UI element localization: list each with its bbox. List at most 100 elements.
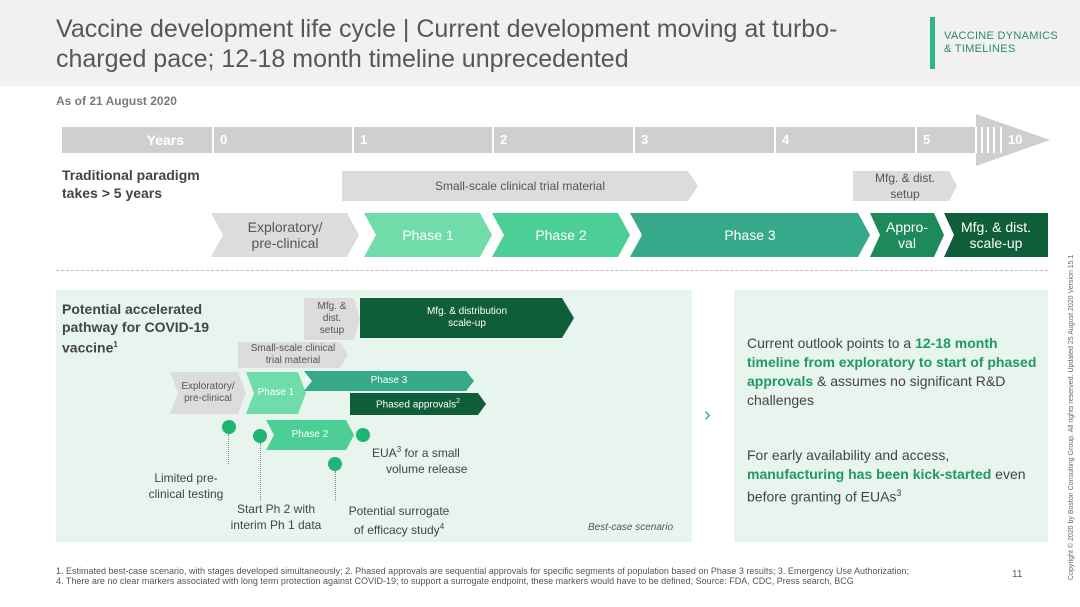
year-tick-10: 10 bbox=[1000, 127, 1022, 153]
footnotes: 1. Estimated best-case scenario, with st… bbox=[56, 566, 1016, 586]
year-tick-5: 5 bbox=[915, 127, 930, 153]
acc-stage-exploratory: Exploratory/ pre-clinical bbox=[170, 372, 246, 414]
year-tick-0: 0 bbox=[212, 127, 227, 153]
trad-stage-phase2: Phase 2 bbox=[492, 213, 630, 257]
year-tick-2: 2 bbox=[492, 127, 507, 153]
trad-approval-line2: val bbox=[898, 235, 916, 251]
pa-title-sup: 1 bbox=[113, 340, 118, 349]
trad-exploratory-line2: pre-clinical bbox=[251, 235, 319, 251]
chevron-right-icon: › bbox=[704, 404, 711, 426]
pa-title-line3: vaccine bbox=[62, 339, 114, 356]
as-of-date: As of 21 August 2020 bbox=[56, 94, 177, 108]
note-surrogate-line2: of efficacy study bbox=[353, 523, 440, 537]
acc-exploratory-line2: pre-clinical bbox=[184, 393, 232, 404]
acc-mfg-scaleup-line2: scale-up bbox=[448, 318, 486, 329]
acc-mfg-distribution-scaleup: Mfg. & distribution scale-up bbox=[360, 298, 574, 338]
traditional-label-line1: Traditional paradigm bbox=[62, 167, 200, 183]
year-tick-1: 1 bbox=[352, 127, 367, 153]
note-surrogate-sup: 4 bbox=[439, 522, 445, 531]
acc-mfg-setup-line2: dist. bbox=[322, 313, 342, 324]
outlook-p2-a: For early availability and access, bbox=[747, 447, 950, 463]
milestone-dot-start-ph2 bbox=[253, 429, 267, 443]
year-tick-4: 4 bbox=[774, 127, 789, 153]
outlook-p1-a: Current outlook points to a bbox=[747, 335, 916, 351]
axis-break-mark bbox=[981, 127, 983, 153]
connector-line bbox=[335, 471, 336, 501]
section-tag-line1: VACCINE DYNAMICS bbox=[944, 30, 1058, 42]
note-surrogate-line1: Potential surrogate bbox=[348, 504, 450, 518]
trad-stage-exploratory: Exploratory/ pre-clinical bbox=[211, 213, 359, 257]
acc-mfg-scaleup-line1: Mfg. & distribution bbox=[426, 306, 508, 317]
outlook-paragraph-1: Current outlook points to a 12-18 month … bbox=[747, 334, 1037, 410]
acc-small-scale-material: Small-scale clinical trial material bbox=[238, 342, 348, 368]
acc-stage-phase1: Phase 1 bbox=[246, 372, 306, 414]
note-start-line1: Start Ph 2 with bbox=[236, 502, 316, 516]
traditional-label-line2: takes > 5 years bbox=[62, 185, 163, 201]
section-tag-bar bbox=[930, 17, 935, 69]
trad-approval-line1: Appro- bbox=[885, 219, 929, 235]
years-bar bbox=[62, 127, 976, 153]
acc-mfg-setup-line1: Mfg. & bbox=[317, 301, 347, 312]
acc-mfg-dist-setup: Mfg. & dist. setup bbox=[304, 298, 360, 340]
note-limited-line1: Limited pre- bbox=[154, 471, 218, 485]
best-case-scenario-label: Best-case scenario bbox=[588, 522, 674, 533]
outlook-paragraph-2: For early availability and access, manuf… bbox=[747, 446, 1037, 507]
acc-stage-phase3: Phase 3 bbox=[304, 371, 474, 391]
footnote-line2: 4. There are no clear markers associated… bbox=[56, 576, 854, 586]
outlook-p2-c: even before granting of EUAs bbox=[747, 466, 1026, 505]
trad-mfg-dist-setup: Mfg. & dist. setup bbox=[853, 171, 957, 201]
acc-phased-approvals-sup: 2 bbox=[456, 398, 460, 406]
section-divider bbox=[56, 270, 1048, 271]
note-start-line2: interim Ph 1 data bbox=[230, 518, 322, 532]
acc-small-scale-line2: trial material bbox=[265, 355, 321, 366]
trad-scaleup-line1: Mfg. & dist. bbox=[960, 219, 1032, 235]
trad-small-scale-material: Small-scale clinical trial material bbox=[342, 171, 698, 201]
section-tag: VACCINE DYNAMICS & TIMELINES bbox=[944, 30, 1058, 56]
note-eua: EUA3 for a small volume release bbox=[372, 442, 492, 477]
note-eua-a: EUA bbox=[372, 446, 397, 460]
outlook-panel bbox=[734, 290, 1048, 542]
acc-phased-approvals: Phased approvals2 bbox=[350, 393, 486, 415]
note-start-ph2: Start Ph 2 with interim Ph 1 data bbox=[216, 501, 336, 533]
traditional-paradigm-label: Traditional paradigm takes > 5 years bbox=[62, 166, 200, 202]
note-surrogate: Potential surrogate of efficacy study4 bbox=[334, 503, 464, 538]
year-tick-3: 3 bbox=[633, 127, 648, 153]
trad-stage-phase1: Phase 1 bbox=[364, 213, 492, 257]
trad-mfg-setup-line1: Mfg. & dist. bbox=[874, 171, 936, 185]
milestone-dot-surrogate bbox=[328, 457, 342, 471]
milestone-dot-eua bbox=[356, 428, 370, 442]
outlook-p2-highlight: manufacturing has been kick-started bbox=[747, 466, 992, 482]
note-eua-b: for a small bbox=[401, 446, 460, 460]
trad-exploratory-line1: Exploratory/ bbox=[247, 219, 323, 235]
outlook-p2-sup: 3 bbox=[896, 488, 902, 498]
years-label: Years bbox=[146, 132, 184, 148]
outlook-p1-highlight: 12-18 month timeline from exploratory to… bbox=[747, 335, 1037, 389]
page-number: 11 bbox=[1012, 569, 1023, 580]
axis-break-mark bbox=[993, 127, 995, 153]
acc-mfg-setup-line3: setup bbox=[319, 325, 345, 336]
footnote-line1: 1. Estimated best-case scenario, with st… bbox=[56, 566, 909, 576]
section-tag-line2: & TIMELINES bbox=[944, 43, 1016, 55]
trad-scaleup-line2: scale-up bbox=[969, 235, 1023, 251]
axis-break-mark bbox=[975, 127, 977, 153]
connector-line bbox=[228, 434, 229, 464]
pa-title-line1: Potential accelerated bbox=[62, 301, 203, 317]
trad-stage-scaleup: Mfg. & dist. scale-up bbox=[944, 213, 1048, 257]
note-limited-preclinical: Limited pre- clinical testing bbox=[134, 470, 238, 502]
note-eua-sup: 3 bbox=[396, 445, 402, 454]
acc-exploratory-line1: Exploratory/ bbox=[181, 381, 235, 392]
axis-break-mark bbox=[987, 127, 989, 153]
trad-stage-phase3: Phase 3 bbox=[630, 213, 870, 257]
trad-stage-approval: Appro- val bbox=[870, 213, 944, 257]
header-band bbox=[0, 0, 1080, 86]
milestone-dot-limited-preclinical bbox=[222, 420, 236, 434]
acc-phased-approvals-label: Phased approvals bbox=[376, 399, 457, 411]
note-limited-line2: clinical testing bbox=[148, 487, 224, 501]
page-title: Vaccine development life cycle | Current… bbox=[56, 15, 838, 73]
acc-small-scale-line1: Small-scale clinical bbox=[250, 343, 336, 354]
outlook-p1-c: & assumes no significant R&D challenges bbox=[747, 373, 1006, 408]
copyright-vertical: Copyright © 2020 by Boston Consulting Gr… bbox=[1068, 254, 1075, 580]
trad-mfg-setup-line2: setup bbox=[890, 187, 920, 201]
acc-stage-phase2: Phase 2 bbox=[266, 420, 354, 450]
accelerated-pathway-title: Potential accelerated pathway for COVID-… bbox=[62, 300, 242, 357]
